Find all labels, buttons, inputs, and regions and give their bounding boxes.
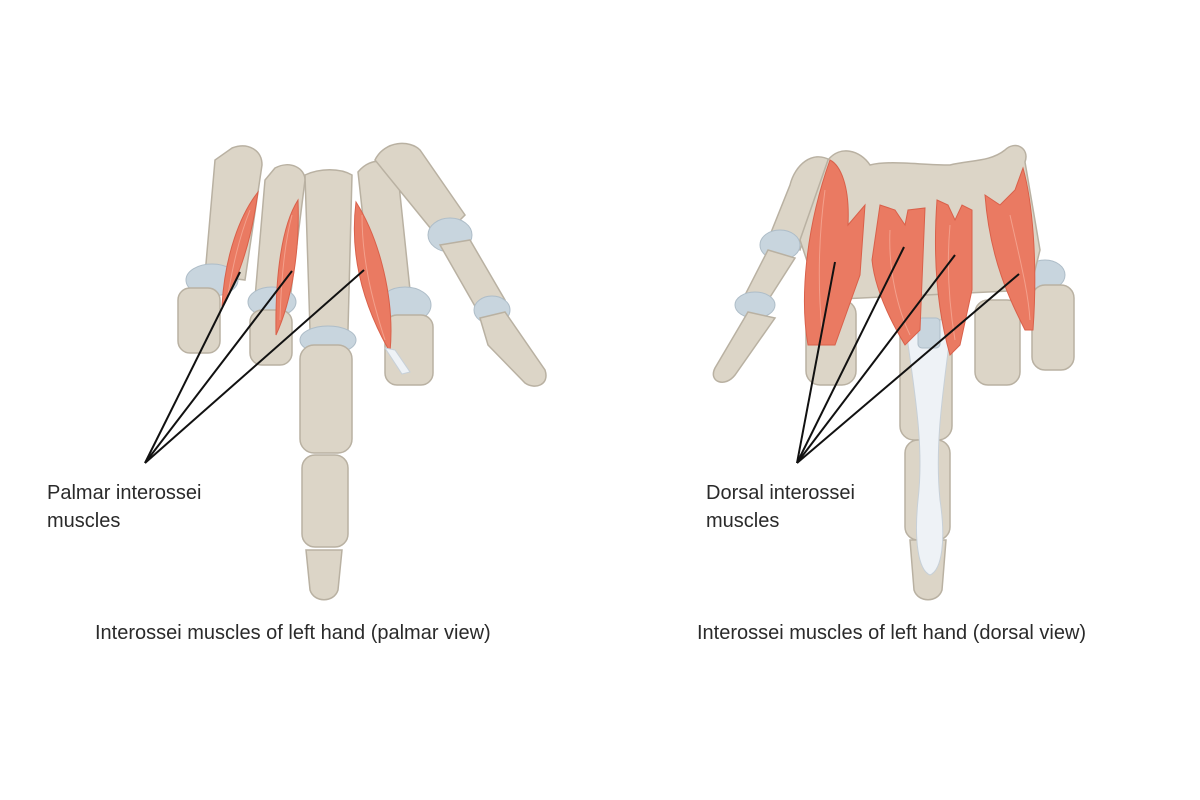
palmar-label-line1: Palmar interossei [47, 482, 202, 504]
dorsal-hand-illustration [712, 144, 1075, 601]
dorsal-caption: Interossei muscles of left hand (dorsal … [697, 622, 1087, 644]
dorsal-leader-lines [796, 246, 1020, 464]
palmar-interossei-label: Palmar interossei muscles [47, 479, 202, 535]
dorsal-label-line2: muscles [706, 510, 780, 532]
dorsal-thumb-bones [712, 156, 831, 383]
palmar-interossei-muscles [221, 190, 411, 375]
palmar-caption: Interossei muscles of left hand (palmar … [95, 622, 491, 644]
dorsal-interossei-label: Dorsal interossei muscles [706, 479, 855, 535]
palmar-label-line2: muscles [47, 510, 121, 532]
palmar-hand-illustration [144, 142, 547, 601]
dorsal-interossei-muscles [803, 159, 1036, 356]
middle-finger-bones [299, 169, 357, 601]
thumb-bones [374, 142, 547, 387]
dorsal-ring-little-bones [974, 259, 1075, 386]
dorsal-label-line1: Dorsal interossei [706, 482, 855, 504]
palmar-leader-lines [144, 269, 365, 464]
